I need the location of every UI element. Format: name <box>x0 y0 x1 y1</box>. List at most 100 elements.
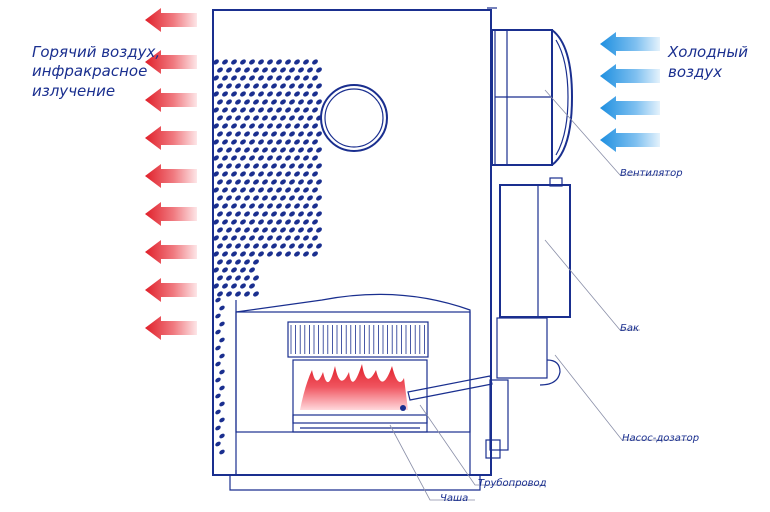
perforation-hole <box>267 139 273 145</box>
perforation-hole <box>298 195 304 201</box>
perforation-hole <box>253 259 259 265</box>
perforation-hole <box>215 329 221 335</box>
perforation-hole <box>222 91 228 97</box>
perforation-hole <box>226 147 232 153</box>
perforation-hole <box>215 297 221 303</box>
perforation-hole <box>271 67 277 73</box>
perforation-hole <box>271 195 277 201</box>
perforation-hole <box>294 107 300 113</box>
perforation-hole <box>289 131 295 137</box>
perforation-hole <box>258 123 264 129</box>
perforation-hole <box>271 227 277 233</box>
perforation-hole <box>267 203 273 209</box>
perforation-hole <box>285 219 291 225</box>
dosing-pump <box>485 317 561 459</box>
perforation-hole <box>213 267 219 273</box>
hot-air-arrow <box>145 164 197 188</box>
hot-air-arrow <box>145 126 197 150</box>
perforation-hole <box>303 219 309 225</box>
chamber-hood <box>235 293 471 475</box>
perforation-hole <box>316 115 322 121</box>
perforation-hole <box>289 67 295 73</box>
perforation-hole <box>249 107 255 113</box>
perforation-hole <box>276 139 282 145</box>
base-feet <box>229 475 481 491</box>
perforation-hole <box>307 67 313 73</box>
perforation-hole <box>213 219 219 225</box>
hot-air-arrow <box>145 316 197 340</box>
perforation-hole <box>312 187 318 193</box>
perforation-hole <box>258 75 264 81</box>
perforation-hole <box>298 179 304 185</box>
perforation-hole <box>307 179 313 185</box>
perforation-hole <box>303 203 309 209</box>
perforation-hole <box>213 91 219 97</box>
perforation-hole <box>231 107 237 113</box>
perforation-hole <box>316 83 322 89</box>
perforation-hole <box>280 227 286 233</box>
perforation-hole <box>235 291 241 297</box>
cold-air-arrow <box>600 128 660 152</box>
perforation-hole <box>235 211 241 217</box>
perforation-hole <box>280 243 286 249</box>
leader-pipe <box>419 404 545 486</box>
perforation-hole <box>249 251 255 257</box>
perforation-hole <box>231 59 237 65</box>
perforation-hole <box>240 155 246 161</box>
perforation-hole <box>219 433 225 439</box>
perforation-hole <box>217 291 223 297</box>
perforation-hole <box>235 179 241 185</box>
perforation-hole <box>262 195 268 201</box>
perforation-hole <box>262 227 268 233</box>
perforation-hole <box>280 211 286 217</box>
perforation-hole <box>219 385 225 391</box>
fuel-pipe <box>407 375 493 401</box>
perforation-hole <box>307 83 313 89</box>
perforation-hole <box>219 353 225 359</box>
perforation-hole <box>253 243 259 249</box>
perforation-hole <box>280 163 286 169</box>
perforation-hole <box>280 179 286 185</box>
perforation-hole <box>235 147 241 153</box>
perforation-hole <box>285 203 291 209</box>
fan-label: Вентилятор <box>620 168 683 179</box>
perforation-hole <box>219 417 225 423</box>
perforation-hole <box>244 195 250 201</box>
perforation-hole <box>307 243 313 249</box>
perforation-hole <box>280 67 286 73</box>
perforation-hole <box>235 67 241 73</box>
perforation-hole <box>215 345 221 351</box>
perforation-hole <box>217 259 223 265</box>
perforation-hole <box>276 123 282 129</box>
perforation-hole <box>226 195 232 201</box>
perforation-hole <box>262 147 268 153</box>
perforation-hole <box>213 59 219 65</box>
perforation-hole <box>213 235 219 241</box>
perforation-hole <box>312 203 318 209</box>
perforation-hole <box>312 123 318 129</box>
perforation-hole <box>217 211 223 217</box>
perforation-hole <box>226 243 232 249</box>
perforation-hole <box>253 275 259 281</box>
perforation-hole <box>294 203 300 209</box>
perforation-hole <box>285 123 291 129</box>
perforation-hole <box>294 187 300 193</box>
perforation-hole <box>280 195 286 201</box>
perforation-hole <box>244 259 250 265</box>
perforation-hole <box>262 67 268 73</box>
perforation-hole <box>222 219 228 225</box>
perforation-grid <box>213 59 322 455</box>
perforation-hole <box>258 139 264 145</box>
leader-pump <box>554 354 690 441</box>
perforation-hole <box>312 251 318 257</box>
perforation-hole <box>226 211 232 217</box>
perforation-hole <box>298 227 304 233</box>
perforation-hole <box>289 163 295 169</box>
perforation-hole <box>267 171 273 177</box>
perforation-hole <box>253 179 259 185</box>
perforation-hole <box>244 67 250 73</box>
perforation-hole <box>244 147 250 153</box>
perforation-hole <box>271 211 277 217</box>
perforation-hole <box>294 155 300 161</box>
perforation-hole <box>213 155 219 161</box>
